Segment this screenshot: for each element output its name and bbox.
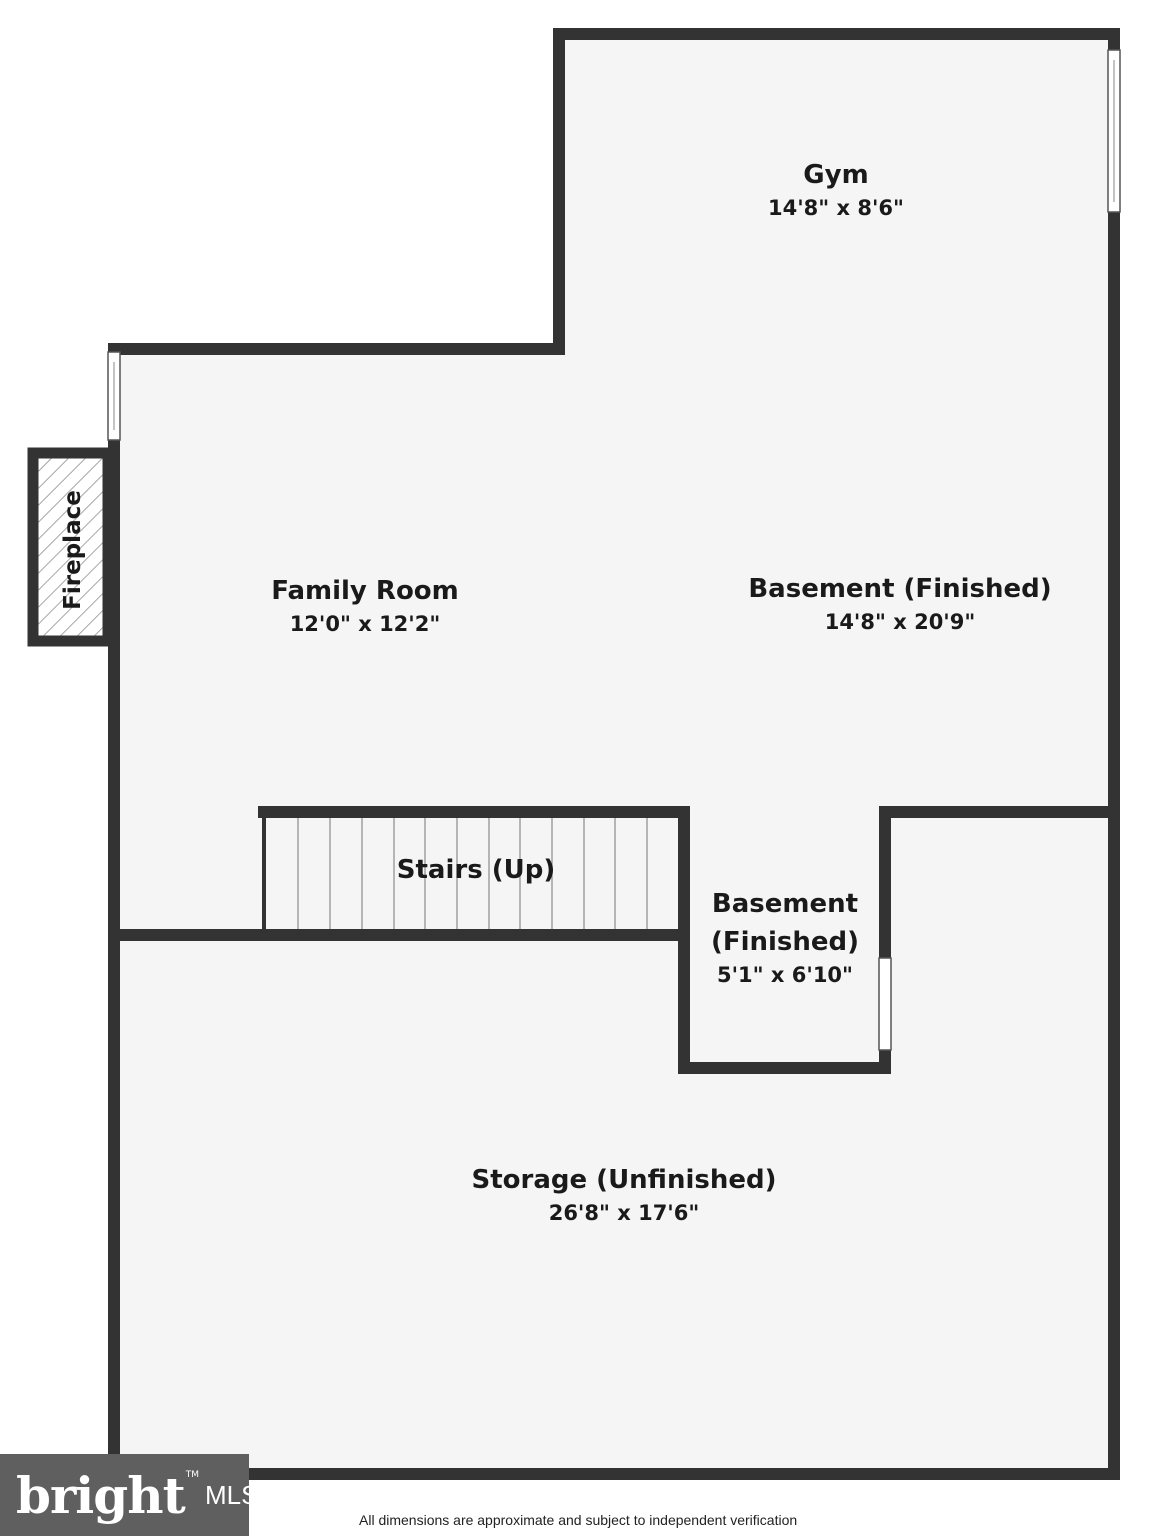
floor-area [114,34,1114,1474]
room-basement-main-name: Basement (Finished) [748,574,1052,604]
bright-mls-logo: bright TM MLS [0,1454,258,1536]
logo-brand: bright [16,1465,186,1525]
fireplace-box [27,447,114,647]
room-storage-dim: 26'8" x 17'6" [548,1201,700,1225]
window-small-basement [878,957,892,1051]
room-gym-name: Gym [803,160,869,190]
room-stairs: Stairs (Up) [397,851,555,889]
stairs-treads [297,818,648,930]
room-gym-dim: 14'8" x 8'6" [768,196,904,220]
room-family-name: Family Room [271,576,459,606]
logo-suffix: MLS [204,1479,259,1510]
room-basement-small-dim: 5'1" x 6'10" [717,963,853,987]
room-basement-main-dim: 14'8" x 20'9" [824,610,976,634]
fireplace-label: Fireplace [60,490,86,610]
room-gym: Gym 14'8" x 8'6" [768,156,904,222]
room-basement-main: Basement (Finished) 14'8" x 20'9" [748,570,1051,636]
room-basement-small-name-2: (Finished) [710,927,860,957]
room-basement-small-name-1: Basement [711,889,859,919]
logo-trademark: TM [185,1470,199,1480]
room-storage: Storage (Unfinished) 26'8" x 17'6" [472,1161,777,1227]
room-family: Family Room 12'0" x 12'2" [271,572,459,638]
room-family-dim: 12'0" x 12'2" [289,612,441,636]
room-storage-name: Storage (Unfinished) [471,1165,777,1195]
room-basement-small: Basement (Finished) 5'1" x 6'10" [711,885,859,989]
room-stairs-name: Stairs (Up) [396,855,556,885]
disclaimer: All dimensions are approximate and subje… [359,1512,798,1528]
